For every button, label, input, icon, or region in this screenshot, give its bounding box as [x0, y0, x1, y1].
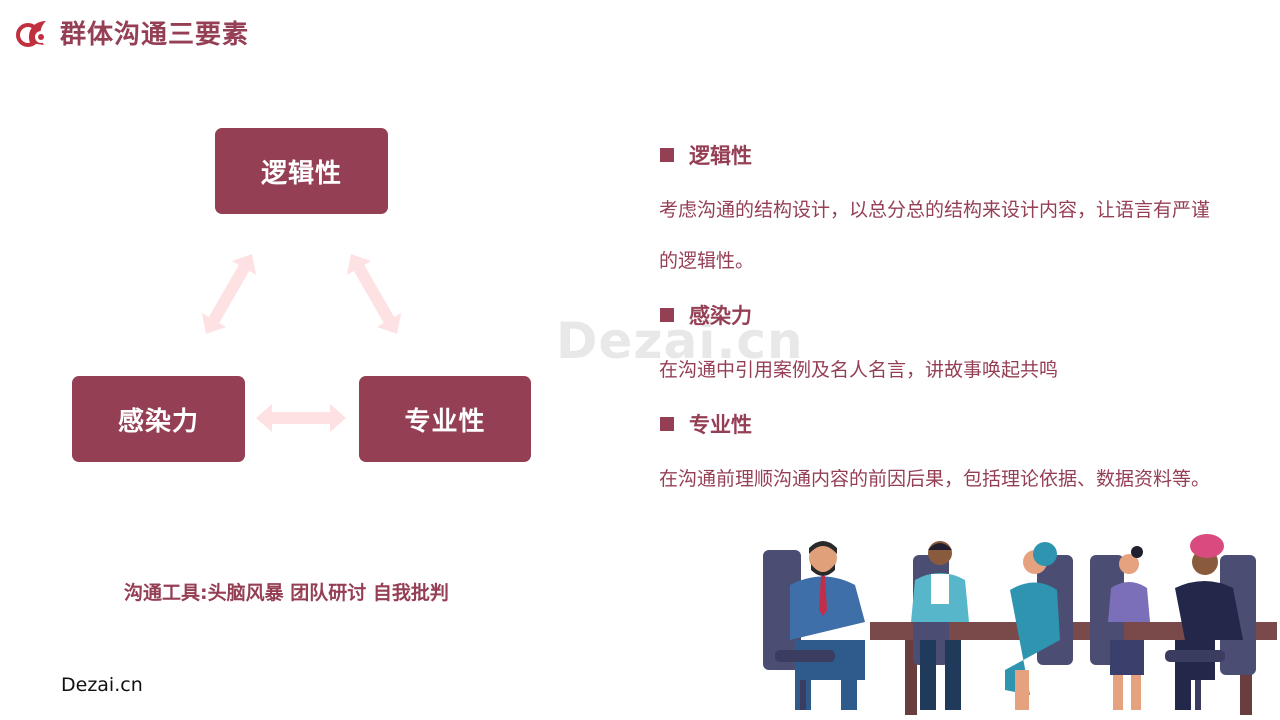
- section-text-line: 在沟通中引用案例及名人名言，讲故事唤起共鸣: [659, 359, 1059, 381]
- diagram-arrows: [201, 254, 402, 432]
- square-bullet-icon: [660, 308, 674, 322]
- section-title-text: 专业性: [689, 413, 752, 437]
- footer-brand: Dezai.cn: [61, 674, 143, 696]
- section-title-text: 逻辑性: [689, 144, 752, 168]
- square-bullet-icon: [660, 417, 674, 431]
- section-text-line: 考虑沟通的结构设计，以总分总的结构来设计内容，让语言有严谨: [659, 199, 1211, 221]
- meeting-illustration: [763, 534, 1277, 715]
- section-text-line: 在沟通前理顺沟通内容的前因后果，包括理论依据、数据资料等。: [659, 468, 1211, 490]
- diagram-box-logic: 逻辑性: [215, 128, 388, 214]
- header: 群体沟通三要素: [16, 14, 249, 51]
- double-arrow-icon: [201, 254, 257, 334]
- double-arrow-icon: [346, 254, 402, 334]
- double-arrow-icon: [256, 404, 346, 432]
- diagram-box-expertise: 专业性: [359, 376, 531, 462]
- diagram-box-appeal: 感染力: [72, 376, 245, 462]
- brand-logo-icon: [16, 20, 47, 47]
- page-title: 群体沟通三要素: [60, 20, 250, 50]
- square-bullet-icon: [660, 148, 674, 162]
- section-title-expertise: 专业性: [660, 409, 752, 439]
- tools-text: 沟通工具:头脑风暴 团队研讨 自我批判: [124, 582, 449, 604]
- section-title-logic: 逻辑性: [660, 140, 752, 170]
- section-text-line: 的逻辑性。: [659, 250, 755, 272]
- section-title-appeal: 感染力: [660, 300, 752, 330]
- section-title-text: 感染力: [689, 304, 752, 328]
